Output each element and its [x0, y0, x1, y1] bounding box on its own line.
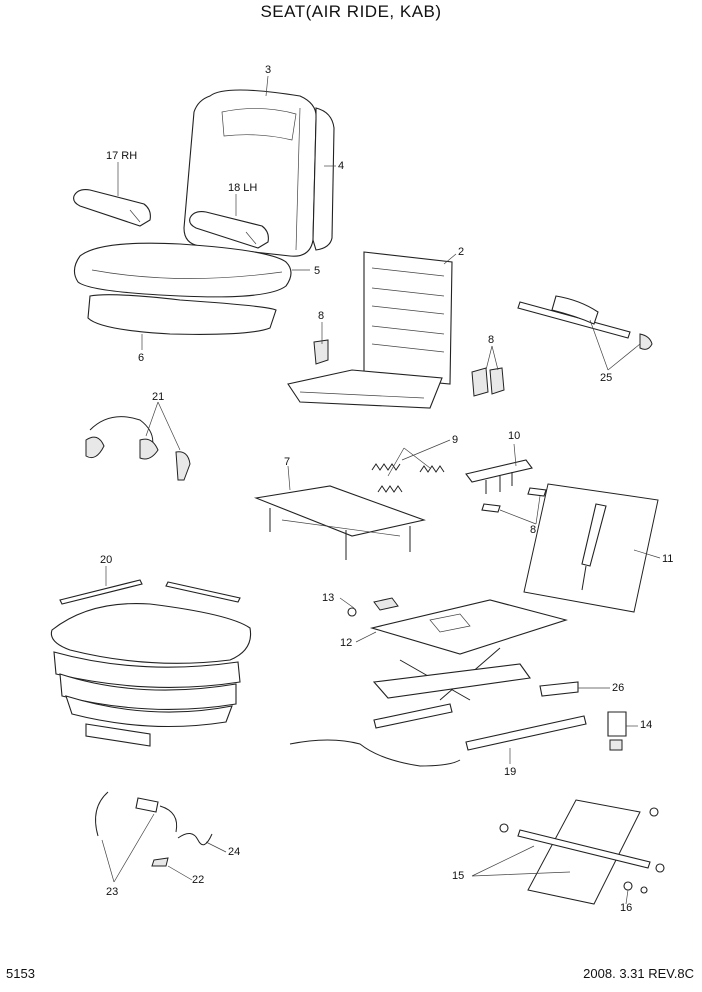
callout-18-lh: 18 LH	[228, 182, 258, 194]
part-21-strap	[85, 416, 191, 481]
part-22-clip	[151, 857, 169, 867]
callout-9: 9	[452, 434, 459, 446]
page-number: 5153	[6, 966, 35, 981]
callout-2: 2	[458, 246, 465, 258]
part-24-wire	[177, 833, 213, 846]
part-16-pin	[623, 881, 648, 894]
part-26-scissor-base	[372, 647, 579, 701]
callout-12: 12	[340, 637, 353, 649]
part-7-lower-frame	[253, 485, 426, 560]
page-title: SEAT(AIR RIDE, KAB)	[260, 2, 442, 21]
callout-3: 3	[265, 64, 272, 76]
callout-16: 16	[620, 902, 633, 914]
callout-7: 7	[284, 456, 291, 468]
callout-22: 22	[192, 874, 205, 886]
callout-4: 4	[338, 160, 345, 172]
callout-6: 6	[138, 352, 145, 364]
callout-8-brackets: 8	[488, 334, 495, 346]
callout-21: 21	[152, 391, 165, 403]
callout-23: 23	[106, 886, 119, 898]
callout-11: 11	[662, 553, 674, 565]
callout-13: 13	[322, 592, 335, 604]
callout-17-rh: 17 RH	[106, 150, 138, 162]
callout-25: 25	[600, 372, 613, 384]
callout-15: 15	[452, 870, 465, 882]
part-11-shock-absorber	[523, 483, 659, 613]
callout-14: 14	[640, 719, 653, 731]
part-14-cylinder	[607, 711, 627, 751]
part-9-springs	[371, 463, 445, 493]
part-20-bellows	[50, 579, 252, 747]
revision-date: 2008. 3.31 REV.8C	[583, 966, 694, 981]
callout-10: 10	[508, 430, 521, 442]
part-23-harness	[95, 791, 178, 837]
part-5-seat-cushion	[73, 242, 292, 298]
callout-26: 26	[612, 682, 625, 694]
part-6-seat-pan	[87, 294, 277, 335]
part-10-bracket	[465, 459, 533, 494]
callout-24: 24	[228, 846, 241, 858]
callout-20: 20	[100, 554, 113, 566]
callout-8-rollers: 8	[530, 524, 537, 536]
callout-leaders	[101, 75, 661, 905]
part-13-plate	[347, 597, 399, 617]
part-17-armrest-rh	[73, 189, 151, 227]
part-15-lower-frame	[499, 799, 665, 905]
part-8-brackets	[471, 367, 505, 397]
part-4-back-cover	[312, 107, 335, 251]
part-18-armrest-lh	[189, 211, 269, 249]
callout-5: 5	[314, 265, 321, 277]
callout-8-frame: 8	[318, 310, 325, 322]
callout-19: 19	[504, 766, 517, 778]
part-12-top-plate	[369, 599, 568, 655]
part-2-seat-frame	[287, 251, 453, 409]
part-19-rails-cable	[289, 703, 587, 767]
part-25-handle	[517, 295, 653, 350]
part-8-rollers	[481, 487, 547, 513]
